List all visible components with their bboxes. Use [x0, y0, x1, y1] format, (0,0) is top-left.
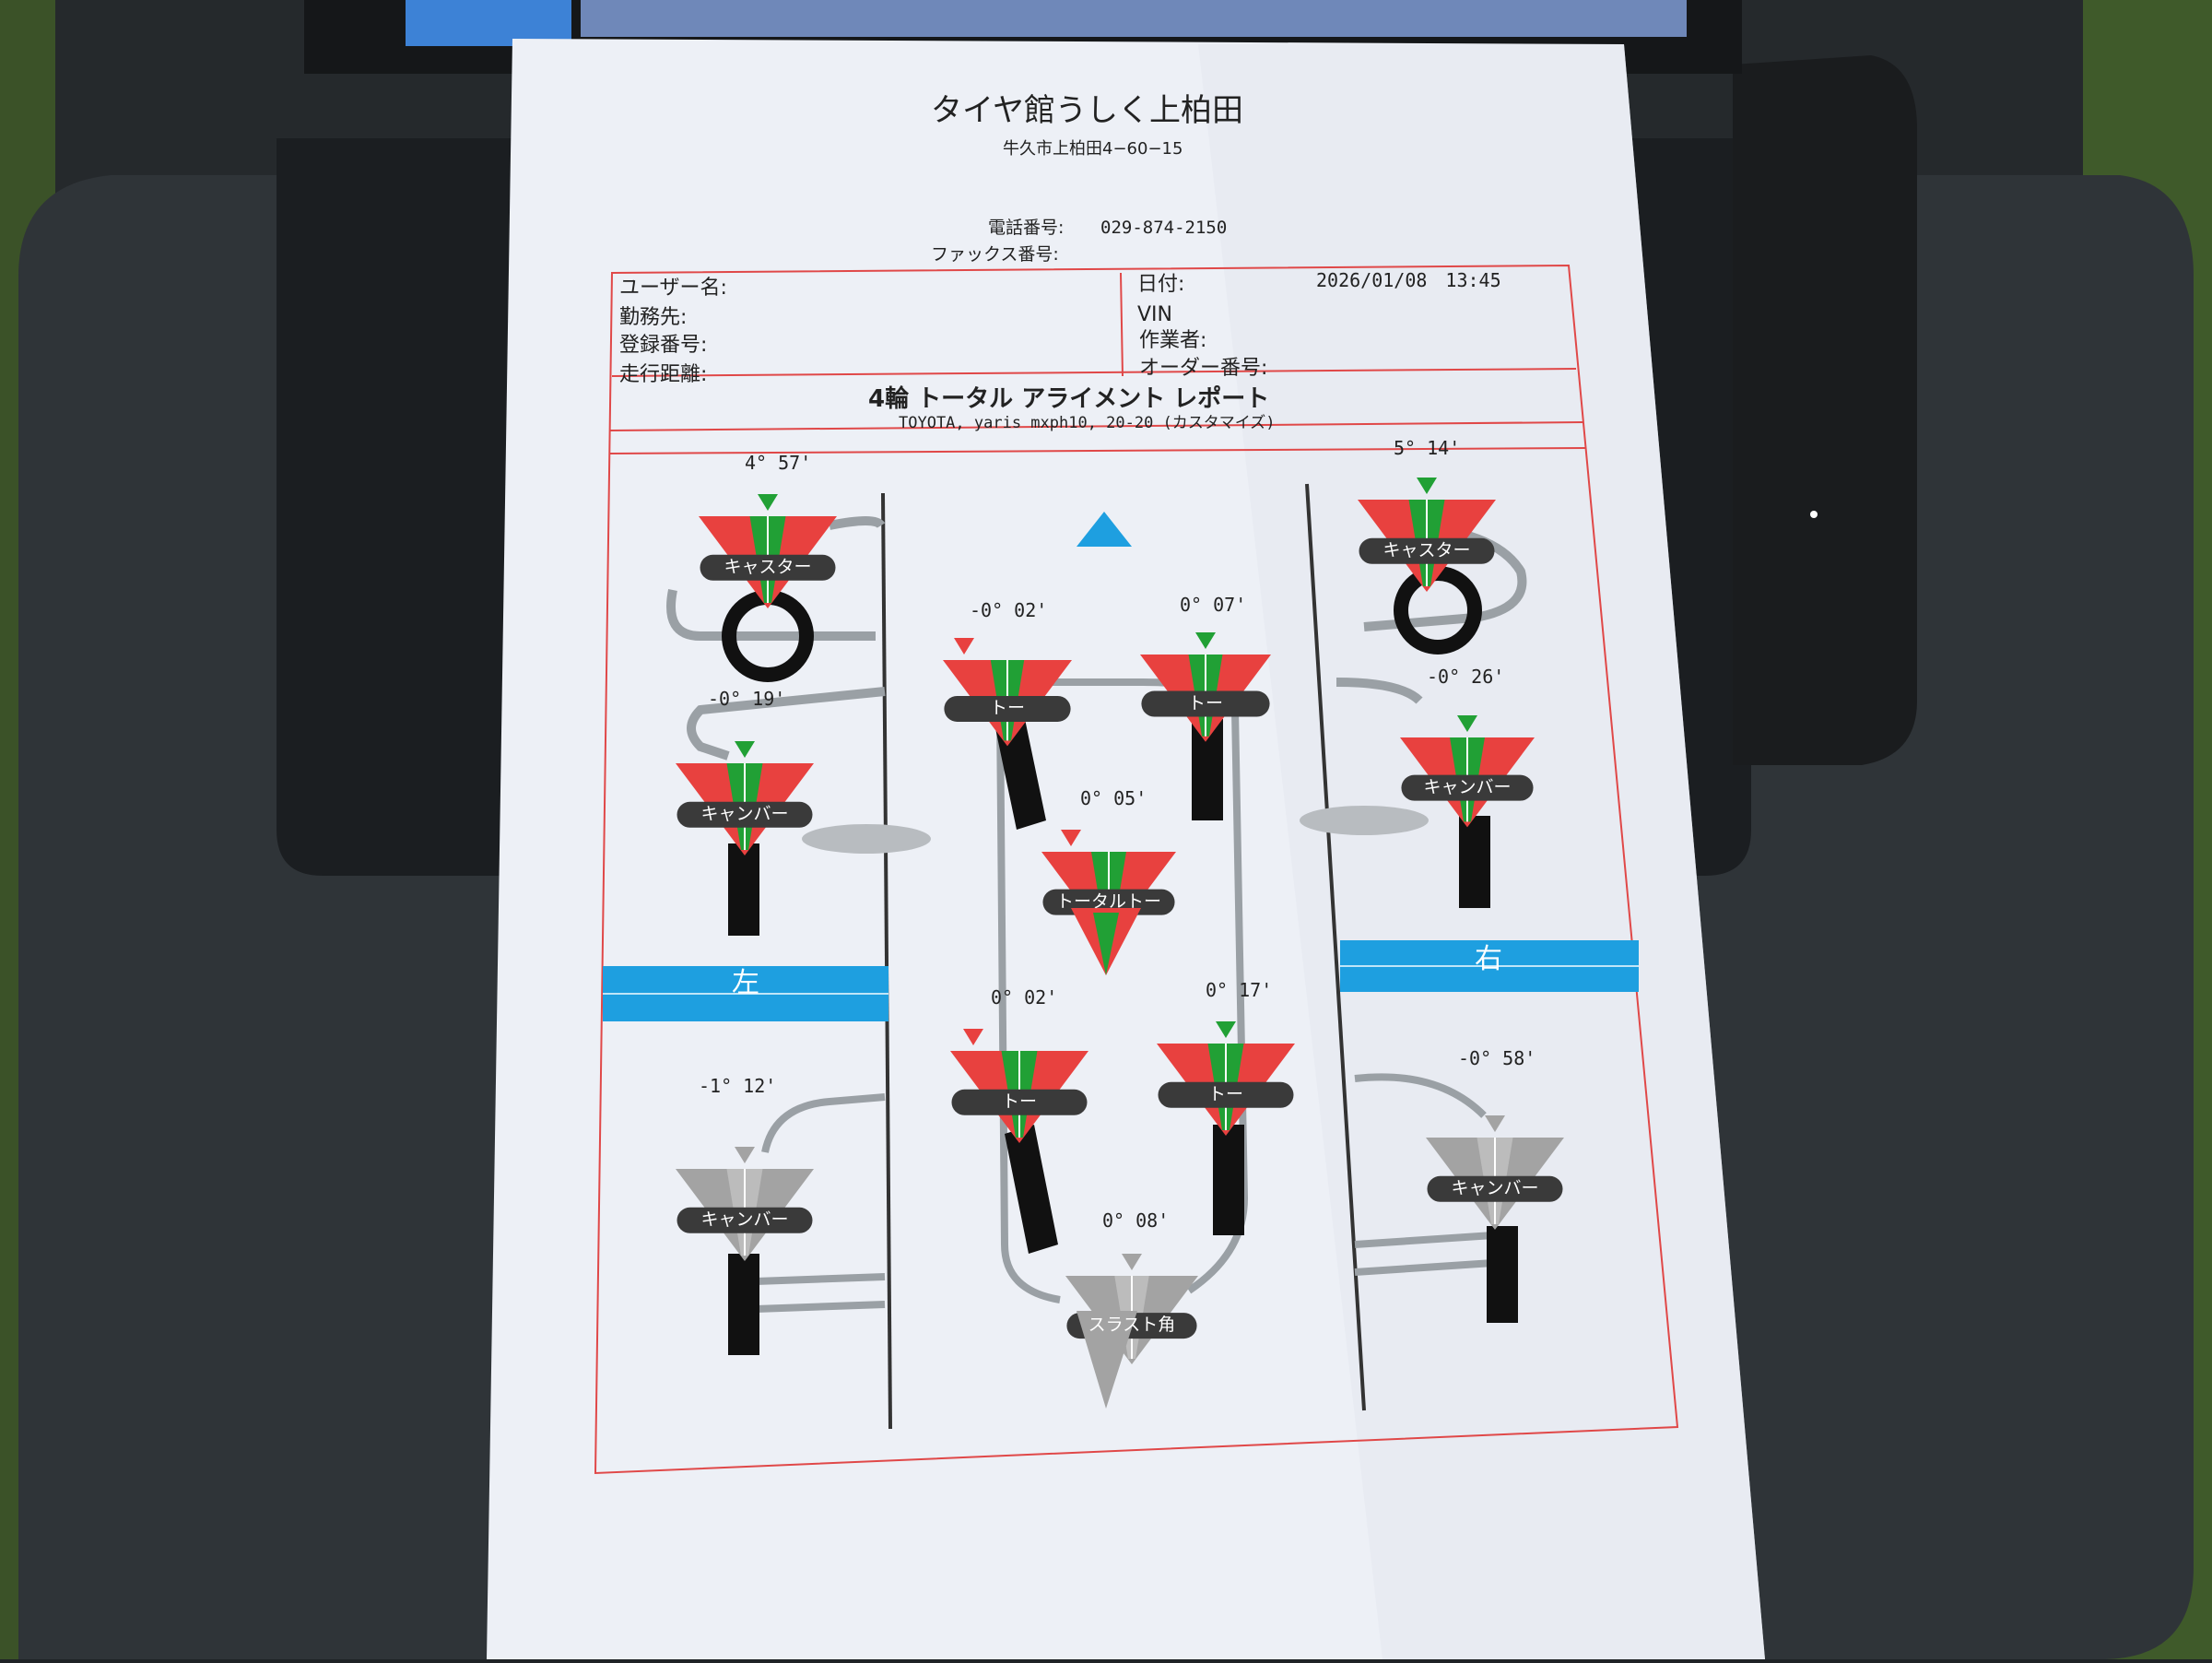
right-side-label: 右	[1475, 943, 1502, 975]
center-pointers	[1071, 908, 1141, 1409]
shop-address: 牛久市上柏田4−60−15	[1003, 139, 1183, 159]
gauge-toe-rl	[950, 1029, 1088, 1144]
printer-led	[1810, 511, 1818, 518]
gauge-marker-icon	[735, 741, 755, 758]
gauge-value-toe-rl: 0° 02'	[991, 986, 1058, 1008]
mileage-label: 走行距離:	[619, 363, 708, 386]
gauge-label-caster-right: キャスター	[1382, 539, 1471, 560]
gauge-label-toe-rl: トー	[1001, 1091, 1037, 1112]
report-title: 4輪 トータル アライメント レポート	[868, 385, 1270, 413]
gauge-label-pill	[1141, 690, 1270, 717]
gauge-camber-fr	[1400, 715, 1535, 828]
gauge-toe-fr	[1140, 632, 1271, 742]
gauge-label-camber-rr: キャンバー	[1451, 1177, 1539, 1198]
gauge-label-pill	[951, 1089, 1088, 1115]
left-rear-body-outline	[755, 1093, 886, 1313]
gauge-value-toe-rr: 0° 17'	[1206, 979, 1273, 1001]
gauge-marker-icon	[735, 1147, 755, 1163]
gauge-camber-rr	[1426, 1115, 1564, 1231]
gauge-label-pill	[1359, 537, 1495, 564]
gauge-value-caster-right: 5° 14'	[1394, 437, 1461, 459]
gauge-marker-icon	[954, 638, 974, 655]
order-number-label: オーダー番号:	[1139, 357, 1268, 380]
gauge-value-caster-left: 4° 57'	[745, 452, 812, 474]
diagram-divider	[609, 447, 1586, 454]
worker-label: 作業者:	[1139, 329, 1207, 352]
gauge-camber-fl	[676, 741, 814, 856]
right-front-arm	[1300, 806, 1429, 835]
gauge-caster-left	[699, 494, 837, 609]
report-border	[594, 264, 1679, 1475]
workplace-label: 勤務先:	[619, 306, 688, 329]
gauge-label-pill	[1427, 1175, 1563, 1202]
gauge-marker-icon	[1485, 1115, 1505, 1132]
gauge-toe-fl	[943, 638, 1072, 747]
gauge-total-toe	[1041, 830, 1176, 942]
left-side-label: 左	[732, 967, 759, 999]
header-divider	[611, 368, 1577, 377]
gauge-label-pill	[677, 1207, 813, 1233]
gauge-marker-icon	[1457, 715, 1477, 732]
gauge-label-total-toe: トータルトー	[1055, 890, 1161, 912]
gauge-marker-icon	[1216, 1021, 1236, 1038]
printer-paper-feed	[581, 0, 1687, 37]
gauge-value-thrust: 0° 08'	[1102, 1209, 1170, 1232]
printer-blue-part	[406, 0, 571, 46]
gauge-value-camber-fl: -0° 19'	[708, 688, 786, 710]
gauge-label-pill	[700, 554, 836, 581]
date-label: 日付:	[1137, 273, 1185, 296]
gauge-value-camber-rl: -1° 12'	[699, 1075, 777, 1097]
registration-label: 登録番号:	[619, 334, 708, 357]
gauge-label-pill	[677, 801, 813, 828]
forward-arrow	[1077, 512, 1132, 547]
gauge-label-camber-fl: キャンバー	[700, 803, 789, 824]
phone-label: 電話番号:	[988, 218, 1065, 238]
gauge-value-total-toe: 0° 05'	[1080, 787, 1147, 809]
gauge-marker-icon	[1195, 632, 1216, 649]
gauge-label-thrust: スラスト角	[1088, 1315, 1176, 1336]
info-column-divider	[1120, 272, 1124, 377]
gauge-label-toe-fl: トー	[989, 697, 1025, 718]
right-rail	[1305, 483, 1366, 1411]
gauge-value-toe-fr: 0° 07'	[1180, 594, 1247, 616]
date-value: 2026/01/08 13:45	[1316, 269, 1501, 291]
gauge-marker-icon	[963, 1029, 983, 1045]
gauge-value-camber-rr: -0° 58'	[1458, 1047, 1536, 1069]
user-name-label: ユーザー名:	[619, 277, 727, 300]
vehicle-info: TOYOTA, yaris mxph10, 20-20 (カスタマイズ)	[899, 414, 1276, 432]
gauge-marker-icon	[1417, 478, 1437, 494]
fax-label: ファックス番号:	[931, 244, 1059, 265]
gauge-value-toe-fl: -0° 02'	[970, 599, 1048, 621]
title-divider	[609, 421, 1584, 431]
gauge-caster-right	[1358, 478, 1496, 593]
gauge-label-toe-rr: トー	[1207, 1083, 1243, 1104]
gauge-label-caster-left: キャスター	[724, 556, 812, 577]
printer-paper-guide	[1733, 55, 1917, 765]
gauge-value-camber-fr: -0° 26'	[1427, 666, 1505, 688]
gauge-camber-rl	[676, 1147, 814, 1262]
gauge-label-pill	[944, 695, 1071, 722]
phone-value: 029-874-2150	[1100, 218, 1228, 238]
left-front-arm	[802, 824, 931, 854]
gauge-marker-icon	[758, 494, 778, 511]
gauge-label-camber-rl: キャンバー	[700, 1209, 789, 1230]
gauge-label-toe-fr: トー	[1187, 692, 1223, 714]
gauge-marker-icon	[1122, 1254, 1142, 1270]
gauge-label-pill	[1158, 1081, 1294, 1108]
left-rail	[881, 492, 892, 1430]
vin-label: VIN	[1137, 303, 1172, 326]
gauge-label-pill	[1401, 774, 1534, 801]
right-rear-body-outline	[1354, 1073, 1494, 1276]
left-front-body-outline	[666, 516, 886, 761]
tyre-treads	[728, 719, 1518, 1355]
gauge-marker-icon	[1061, 830, 1081, 846]
gauge-label-camber-fr: キャンバー	[1423, 776, 1512, 797]
shop-name: タイヤ館うしく上柏田	[931, 92, 1243, 129]
gauge-toe-rr	[1157, 1021, 1295, 1137]
